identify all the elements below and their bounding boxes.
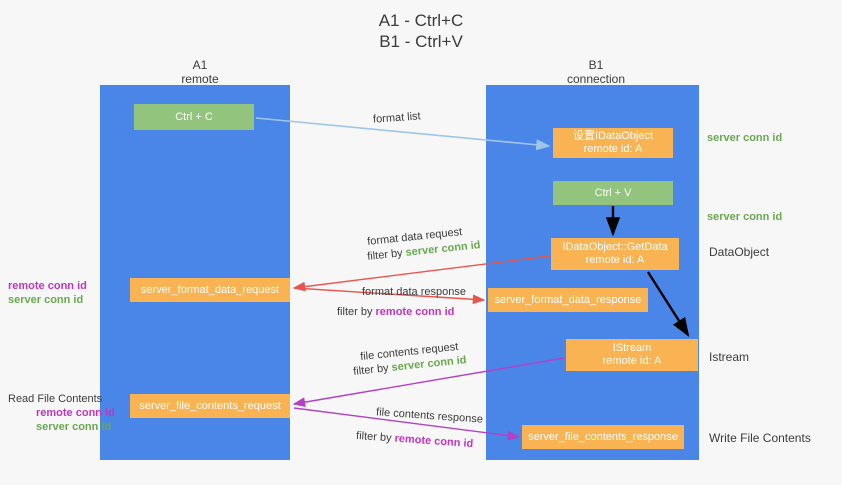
edge-label-format-data-response: format data response xyxy=(362,286,466,298)
remote-conn-id-text-2: remote conn id xyxy=(394,432,474,451)
left-server-conn-id-1: server conn id xyxy=(8,294,84,306)
node-server-file-contents-request-label: server_file_contents_request xyxy=(139,399,281,412)
edge-label-file-contents-response: file contents response xyxy=(375,406,484,426)
left-remote-conn-id-1: remote conn id xyxy=(8,280,87,292)
annotation-server-conn-id-mid: server conn id xyxy=(707,211,783,223)
node-istream-line2: remote id: A xyxy=(602,355,662,367)
node-getdata-line2: remote id: A xyxy=(585,254,645,266)
node-ctrl-c-label: Ctrl + C xyxy=(175,110,213,123)
node-set-idataobject-line1: 设置IDataObject xyxy=(572,130,654,142)
node-server-format-data-request-label: server_format_data_request xyxy=(140,283,280,296)
annotation-right-istream: Istream xyxy=(709,350,750,364)
node-ctrl-c[interactable]: Ctrl + C xyxy=(134,104,254,130)
filter-by-text-4: filter by xyxy=(355,429,395,445)
annotation-left-read-file-contents: Read File Contents remote conn id server… xyxy=(8,392,115,434)
node-istream-line1: IStream xyxy=(612,342,652,354)
column-b1-sub: connection xyxy=(566,72,626,86)
title-line-2: B1 - Ctrl+V xyxy=(379,32,463,51)
left-server-conn-id-2: server conn id xyxy=(36,421,112,433)
filter-by-text-1: filter by xyxy=(366,246,407,263)
title-line-1: A1 - Ctrl+C xyxy=(378,11,464,30)
filter-by-text-2: filter by xyxy=(337,306,376,318)
node-server-format-data-response-label: server_format_data_response xyxy=(494,293,642,306)
edge-filter-file-contents-response: filter by remote conn id xyxy=(356,429,474,451)
left-remote-conn-id-2: remote conn id xyxy=(36,407,115,419)
node-ctrl-v-label: Ctrl + V xyxy=(594,186,632,199)
annotation-right-write-file-contents: Write File Contents xyxy=(709,431,811,445)
edge-label-format-list: format list xyxy=(372,110,422,126)
annotation-server-conn-id-top: server conn id xyxy=(707,132,783,144)
page-title: A1 - Ctrl+C B1 - Ctrl+V xyxy=(0,10,842,52)
node-server-format-data-request[interactable]: server_format_data_request xyxy=(130,278,290,302)
node-server-file-contents-response[interactable]: server_file_contents_response xyxy=(522,425,684,449)
filter-by-text-3: filter by xyxy=(352,361,393,378)
column-b1-name: B1 xyxy=(588,58,604,72)
column-header-a1: A1 remote xyxy=(120,58,280,86)
annotation-left-conn-ids-upper: remote conn id server conn id xyxy=(8,279,87,307)
node-istream[interactable]: IStream remote id: A xyxy=(566,339,698,371)
node-set-idataobject-line2: remote id: A xyxy=(583,143,643,155)
node-ctrl-v[interactable]: Ctrl + V xyxy=(553,181,673,205)
node-server-file-contents-request[interactable]: server_file_contents_request xyxy=(130,394,290,418)
node-getdata-line1: IDataObject::GetData xyxy=(562,241,668,253)
node-server-format-data-response[interactable]: server_format_data_response xyxy=(488,288,648,312)
annotation-right-dataobject: DataObject xyxy=(709,245,770,259)
node-set-idataobject[interactable]: 设置IDataObject remote id: A xyxy=(553,128,673,158)
left-read-file-contents-label: Read File Contents xyxy=(8,393,103,405)
column-a1-name: A1 xyxy=(192,58,208,72)
node-idataobject-getdata[interactable]: IDataObject::GetData remote id: A xyxy=(551,238,679,270)
column-a1-sub: remote xyxy=(181,72,219,86)
edge-filter-format-data-response: filter by remote conn id xyxy=(337,305,454,319)
node-server-file-contents-response-label: server_file_contents_response xyxy=(528,430,678,443)
column-header-b1: B1 connection xyxy=(516,58,676,86)
remote-conn-id-text-1: remote conn id xyxy=(375,306,455,318)
